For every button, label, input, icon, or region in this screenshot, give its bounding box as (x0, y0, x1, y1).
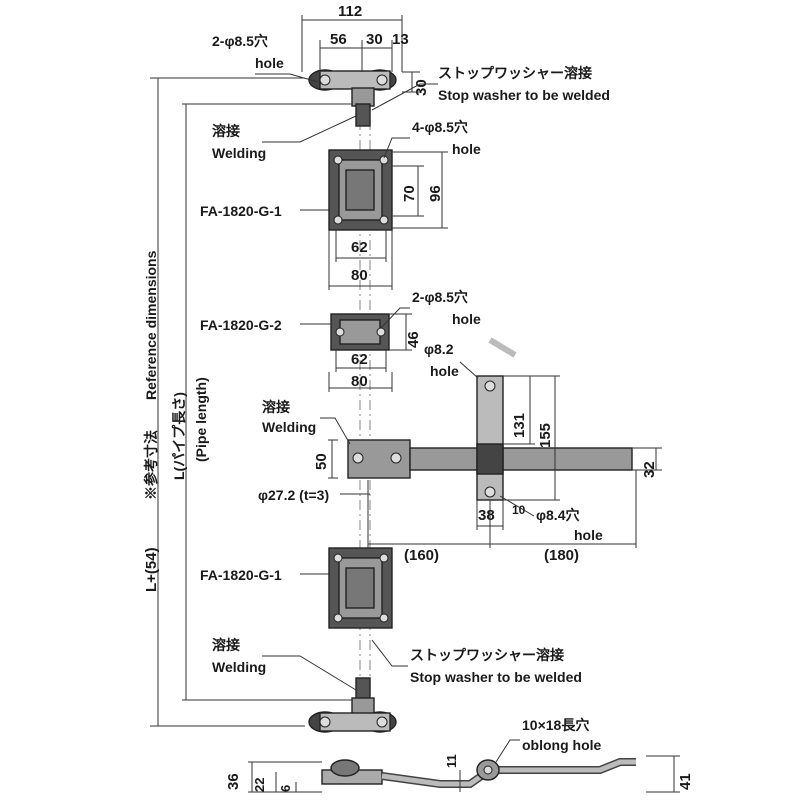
dim-96: 96 (427, 185, 444, 202)
stop-washer-bottom-en: Stop washer to be welded (410, 669, 582, 685)
dim-32: 32 (641, 461, 658, 478)
reference-en: Reference dimensions (143, 250, 159, 400)
dim-30-top: 30 (366, 31, 383, 48)
part-g1-bottom (328, 547, 393, 629)
dim-80-g2: 80 (351, 373, 368, 390)
dim-13: 13 (392, 31, 409, 48)
holes-g1-note: 4-φ8.5穴 hole (383, 119, 481, 159)
stop-washer-bottom-jp: ストップワッシャー溶接 (410, 647, 564, 663)
welding-bottom-jp: 溶接 (212, 637, 240, 653)
dim-155: 155 (537, 423, 554, 448)
holes-g1-spec: 4-φ8.5穴 (412, 119, 468, 135)
welding-mid-jp: 溶接 (262, 399, 290, 415)
stop-washer-top-en: Stop washer to be welded (438, 87, 610, 103)
holes-top-spec: 2-φ8.5穴 (212, 33, 268, 49)
dim-56: 56 (330, 31, 347, 48)
dim-10: 10 (512, 503, 526, 517)
dim-62-g2: 62 (351, 351, 368, 368)
holes-g2-spec: 2-φ8.5穴 (412, 289, 468, 305)
welding-mid-en: Welding (262, 419, 316, 435)
handle-assembly (347, 337, 633, 501)
holes-g1-hole: hole (452, 141, 481, 157)
dim-41: 41 (677, 773, 694, 790)
dim-6: 6 (278, 785, 293, 792)
welding-top-note: 溶接 Welding (212, 115, 357, 161)
dim-22: 22 (252, 778, 267, 792)
top-holes-note: 2-φ8.5穴 hole (212, 33, 319, 83)
handle-hole2-en: hole (574, 527, 603, 543)
holes-top-hole: hole (255, 55, 284, 71)
side-view (321, 758, 636, 788)
left-dimensions: L+(54) ※参考寸法 Reference dimensions L(パイプ長… (143, 77, 352, 727)
reference-jp: ※参考寸法 (143, 430, 159, 500)
dim-180: (180) (544, 547, 579, 564)
handle-dims: 131 155 32 38 10 (160) (180) 50 (313, 375, 662, 564)
welding-bottom-note: 溶接 Welding (212, 637, 357, 691)
side-view-dims: 36 22 6 11 41 (225, 754, 694, 793)
bottom-bracket (308, 677, 397, 733)
handle-hole-note: φ8.2 hole (424, 341, 479, 379)
label-fa-1820-g-2: FA-1820-G-2 (200, 317, 282, 333)
holes-g2-note: 2-φ8.5穴 hole (380, 289, 481, 329)
dim-112: 112 (338, 3, 362, 20)
holes-g2-hole: hole (452, 311, 481, 327)
stop-washer-bottom-note: ストップワッシャー溶接 Stop washer to be welded (371, 639, 582, 685)
handle-hole2-note: φ8.4穴 hole (499, 495, 603, 543)
part-g2-dims: 46 62 80 (328, 313, 422, 392)
dim-70: 70 (401, 185, 418, 202)
dim-30-height: 30 (413, 79, 430, 96)
slot-spec: 10×18長穴 (522, 717, 589, 733)
welding-mid-note: 溶接 Welding (262, 399, 351, 445)
dim-160: (160) (404, 547, 439, 564)
stop-washer-top-note: ストップワッシャー溶接 Stop washer to be welded (371, 65, 610, 111)
label-fa-1820-g-1-bottom: FA-1820-G-1 (200, 567, 282, 583)
dim-overall: L+(54) (143, 547, 160, 592)
welding-top-jp: 溶接 (212, 123, 240, 139)
part-g1-top (328, 149, 393, 231)
pipe-diameter: φ27.2 (t=3) (258, 487, 329, 503)
dim-131: 131 (511, 413, 528, 438)
welding-bottom-en: Welding (212, 659, 266, 675)
handle-hole-spec: φ8.2 (424, 341, 454, 357)
dim-11: 11 (444, 754, 459, 768)
pipe-length-jp: L(パイプ長さ) (171, 392, 187, 480)
stop-washer-top-jp: ストップワッシャー溶接 (438, 65, 592, 81)
pipe-length-en: (Pipe length) (193, 377, 209, 462)
top-dimensions: 112 56 30 13 30 (301, 3, 430, 96)
dim-80-g1: 80 (351, 267, 368, 284)
label-fa-1820-g-1-top: FA-1820-G-1 (200, 203, 282, 219)
handle-hole-en: hole (430, 363, 459, 379)
oblong-hole-note: 10×18長穴 oblong hole (495, 717, 602, 763)
dim-50: 50 (313, 453, 330, 470)
top-bracket (308, 69, 397, 127)
dim-46: 46 (405, 331, 422, 348)
slot-en: oblong hole (522, 737, 602, 753)
part-g2 (330, 313, 390, 351)
welding-top-en: Welding (212, 145, 266, 161)
part-g1-top-dims: 70 96 62 80 (328, 151, 448, 290)
handle-hole2-spec: φ8.4穴 (536, 507, 579, 523)
dim-36: 36 (225, 773, 242, 790)
dim-62-g1: 62 (351, 239, 368, 256)
dim-38: 38 (478, 507, 495, 524)
